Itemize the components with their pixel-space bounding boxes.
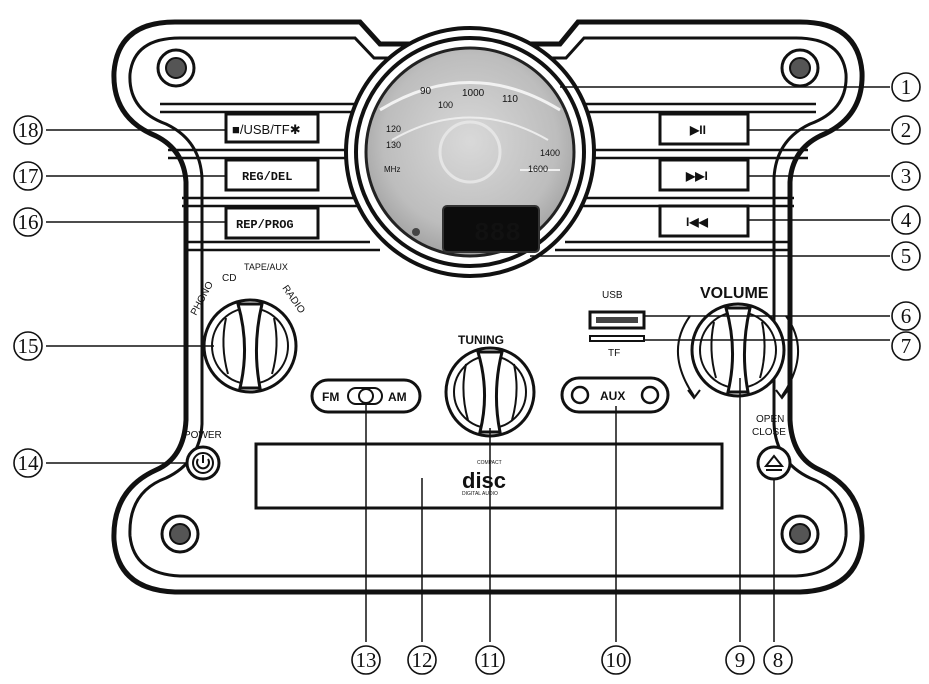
dial-tick-1600: 1600 bbox=[528, 164, 548, 174]
callout-7: 7 bbox=[901, 334, 912, 358]
usb-label: USB bbox=[602, 290, 623, 301]
aux-input-jack[interactable]: AUX bbox=[560, 376, 670, 414]
volume-label: VOLUME bbox=[700, 285, 769, 302]
radio-dial-window: 90 1000 110 120 100 130 1400 1600 MHz 88… bbox=[344, 26, 596, 278]
corner-screw-top-left bbox=[156, 48, 196, 88]
selector-option-tape-aux: TAPE/AUX bbox=[244, 262, 288, 272]
callout-leaders bbox=[46, 86, 890, 642]
dial-tick-mhz: MHz bbox=[384, 165, 400, 174]
mode-button-label: ■/USB/TF✱ bbox=[232, 122, 301, 137]
cd-slot bbox=[254, 442, 724, 510]
power-label: POWER bbox=[184, 430, 222, 441]
callout-6: 6 bbox=[901, 304, 912, 328]
callout-17: 17 bbox=[18, 164, 39, 188]
next-track-label: ▶▶I bbox=[685, 169, 708, 183]
callout-5: 5 bbox=[901, 244, 912, 268]
dial-tick-1400: 1400 bbox=[540, 148, 560, 158]
volume-knob[interactable] bbox=[690, 302, 786, 398]
dial-tick-120: 120 bbox=[386, 124, 401, 134]
mode-button[interactable]: ■/USB/TF✱ bbox=[224, 112, 320, 144]
dial-tick-110: 110 bbox=[502, 94, 518, 105]
usb-port[interactable] bbox=[588, 310, 646, 330]
corner-screw-top-right bbox=[780, 48, 820, 88]
reg-del-label: REG/DEL bbox=[242, 170, 292, 184]
rep-prog-label: REP/PROG bbox=[236, 218, 294, 232]
selector-option-cd: CD bbox=[222, 273, 236, 284]
power-button[interactable] bbox=[185, 445, 221, 481]
volume-arrows bbox=[677, 315, 799, 400]
prev-track-label: I◀◀ bbox=[686, 215, 709, 229]
callout-13: 13 bbox=[356, 648, 377, 672]
indicator-light bbox=[412, 228, 420, 236]
open-close-button[interactable] bbox=[756, 445, 792, 481]
reg-del-button[interactable]: REG/DEL bbox=[224, 158, 320, 192]
callout-2: 2 bbox=[901, 118, 912, 142]
eject-icon bbox=[763, 454, 785, 467]
fm-am-switch[interactable]: FM AM bbox=[310, 378, 422, 414]
fm-label: FM bbox=[322, 390, 339, 404]
callout-3: 3 bbox=[901, 164, 912, 188]
corner-screw-bottom-left bbox=[160, 514, 200, 554]
am-label: AM bbox=[388, 390, 407, 404]
aux-label: AUX bbox=[600, 389, 625, 403]
callout-12: 12 bbox=[412, 648, 433, 672]
callout-16: 16 bbox=[18, 210, 39, 234]
tuning-knob[interactable] bbox=[444, 346, 536, 438]
callout-15: 15 bbox=[18, 334, 39, 358]
close-label: CLOSE bbox=[752, 427, 786, 438]
rep-prog-button[interactable]: REP/PROG bbox=[224, 206, 320, 240]
callout-markers bbox=[13, 72, 921, 675]
corner-screw-bottom-right bbox=[780, 514, 820, 554]
callout-8: 8 bbox=[773, 648, 784, 672]
tf-card-slot[interactable] bbox=[589, 335, 645, 342]
dial-tick-130: 130 bbox=[386, 140, 401, 150]
digital-audio-text: DIGITAL AUDIO bbox=[462, 491, 498, 497]
power-icon bbox=[196, 458, 210, 470]
open-label: OPEN bbox=[756, 414, 784, 425]
dial-tick-100: 100 bbox=[438, 100, 453, 110]
function-selector-knob[interactable] bbox=[202, 298, 298, 394]
callout-18: 18 bbox=[18, 118, 39, 142]
disc-logo-text: disc bbox=[462, 468, 506, 493]
callout-9: 9 bbox=[735, 648, 746, 672]
dial-tick-90: 90 bbox=[420, 86, 432, 97]
tf-label: TF bbox=[608, 348, 620, 359]
play-pause-label: ▶II bbox=[689, 123, 706, 137]
callout-4: 4 bbox=[901, 208, 912, 232]
selector-option-radio: RADIO bbox=[280, 283, 307, 315]
callout-1: 1 bbox=[901, 75, 912, 99]
led-readout: 888 bbox=[474, 218, 521, 248]
callout-11: 11 bbox=[480, 648, 500, 672]
callout-10: 10 bbox=[606, 648, 627, 672]
cabinet-outline bbox=[111, 19, 865, 595]
callout-14: 14 bbox=[18, 451, 40, 475]
dial-tick-1000: 1000 bbox=[462, 88, 485, 99]
prev-track-button[interactable]: I◀◀ bbox=[658, 204, 750, 238]
led-display bbox=[442, 205, 540, 253]
play-pause-button[interactable]: ▶II bbox=[658, 112, 750, 146]
tuning-label: TUNING bbox=[458, 333, 504, 347]
next-track-button[interactable]: ▶▶I bbox=[658, 158, 750, 192]
callout-labels: 1 2 3 4 5 6 7 8 9 10 11 12 13 14 15 16 1… bbox=[18, 75, 912, 672]
